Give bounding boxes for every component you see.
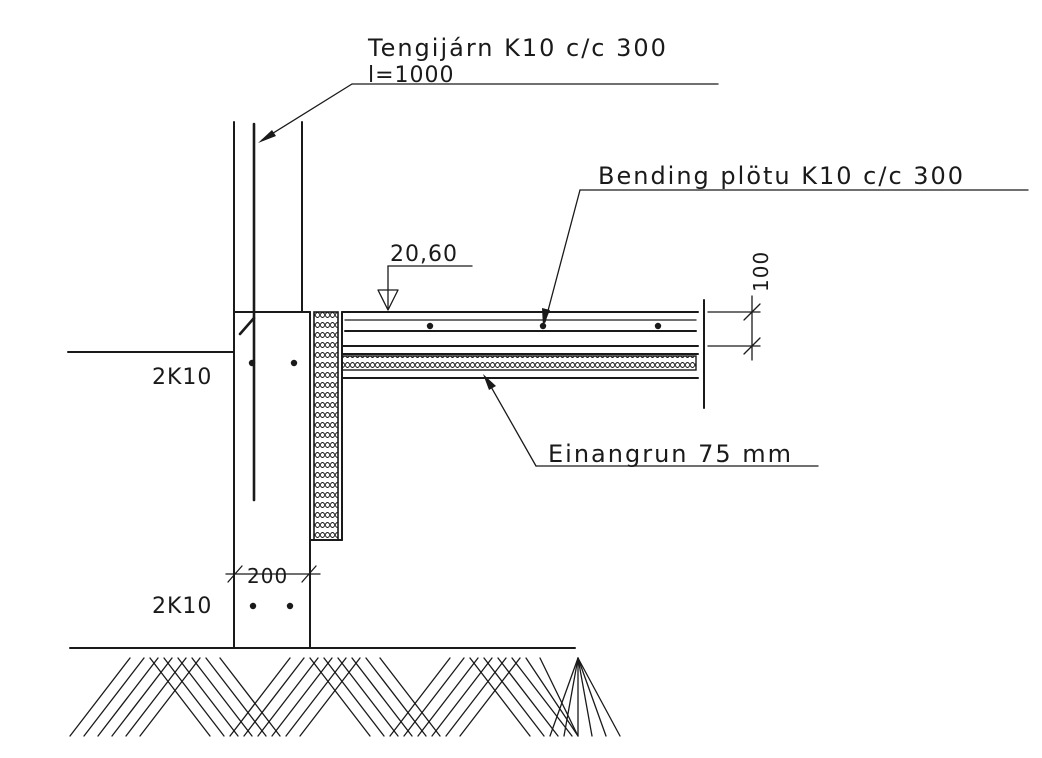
level-marker [377, 265, 473, 311]
hatch-line [309, 657, 371, 737]
rebar-dot [249, 602, 257, 610]
insulation-leader [483, 374, 819, 467]
upper-wall [233, 121, 303, 313]
hatch-line [577, 657, 607, 737]
lower-bars-label: 2K10 [152, 594, 212, 619]
hatch-line [229, 657, 291, 737]
hatch-line [285, 657, 347, 737]
hatch-line [389, 657, 451, 737]
hatch-line [549, 657, 579, 737]
hatch-line [243, 657, 305, 737]
insulation-label: Einangrun 75 mm [548, 440, 793, 468]
hatch-line [563, 657, 579, 737]
hatch-line [431, 657, 493, 737]
hatch-line [577, 657, 621, 737]
thickness-dimension [707, 295, 761, 361]
slab-rebar-leader [542, 189, 1029, 327]
hatch-line [403, 657, 465, 737]
horizontal-insulation [341, 353, 699, 379]
hatch-line [379, 657, 441, 737]
rebar-dot [248, 359, 256, 367]
hatch-line [445, 657, 507, 737]
hatch-line [163, 657, 225, 737]
hatch-line [417, 657, 479, 737]
wall-width-label: 200 [247, 564, 288, 588]
hatch-line [525, 657, 579, 737]
hatch-line [497, 657, 559, 737]
floor-slab [341, 311, 699, 347]
thickness-label: 100 [749, 251, 773, 292]
hatch-line [511, 657, 573, 737]
tie-bar-leader [258, 83, 719, 143]
hatch-line [111, 657, 173, 737]
hatch-line [177, 657, 239, 737]
hatch-line [139, 657, 201, 737]
hatch-line [257, 657, 319, 737]
rebar-dot [290, 359, 298, 367]
hatch-line [577, 657, 593, 737]
hatch-line [483, 657, 545, 737]
hatch-line [323, 657, 385, 737]
hatch-line [337, 657, 399, 737]
hatch-line [191, 657, 253, 737]
rebar-dot [654, 322, 662, 330]
hatch-line [69, 657, 131, 737]
hatch-line [351, 657, 413, 737]
hatch-line [149, 657, 211, 737]
foundation-wall [233, 311, 311, 649]
hatch-line [97, 657, 159, 737]
level-label: 20,60 [390, 242, 458, 267]
hatch-line [83, 657, 145, 737]
hatch-line [219, 657, 281, 737]
tie-length-label: l=1000 [368, 63, 455, 88]
rebar-dot [426, 322, 434, 330]
hatch-line [125, 657, 187, 737]
hatch-line [365, 657, 427, 737]
hatch-line [459, 657, 521, 737]
hatch-line [539, 657, 579, 737]
hatch-line [271, 657, 333, 737]
rebar-dot [286, 602, 294, 610]
slab-rebar-label: Bending plötu K10 c/c 300 [598, 162, 965, 190]
vertical-insulation [309, 311, 343, 541]
hatch-line [205, 657, 267, 737]
hatch-line [299, 657, 361, 737]
soil-hatch [69, 647, 621, 737]
upper-bars-label: 2K10 [152, 365, 212, 390]
wall-width-dimension [225, 565, 321, 583]
tie-bar-label: Tengijárn K10 c/c 300 [367, 34, 668, 62]
hatch-line [469, 657, 531, 737]
rebar-dots [248, 322, 662, 610]
